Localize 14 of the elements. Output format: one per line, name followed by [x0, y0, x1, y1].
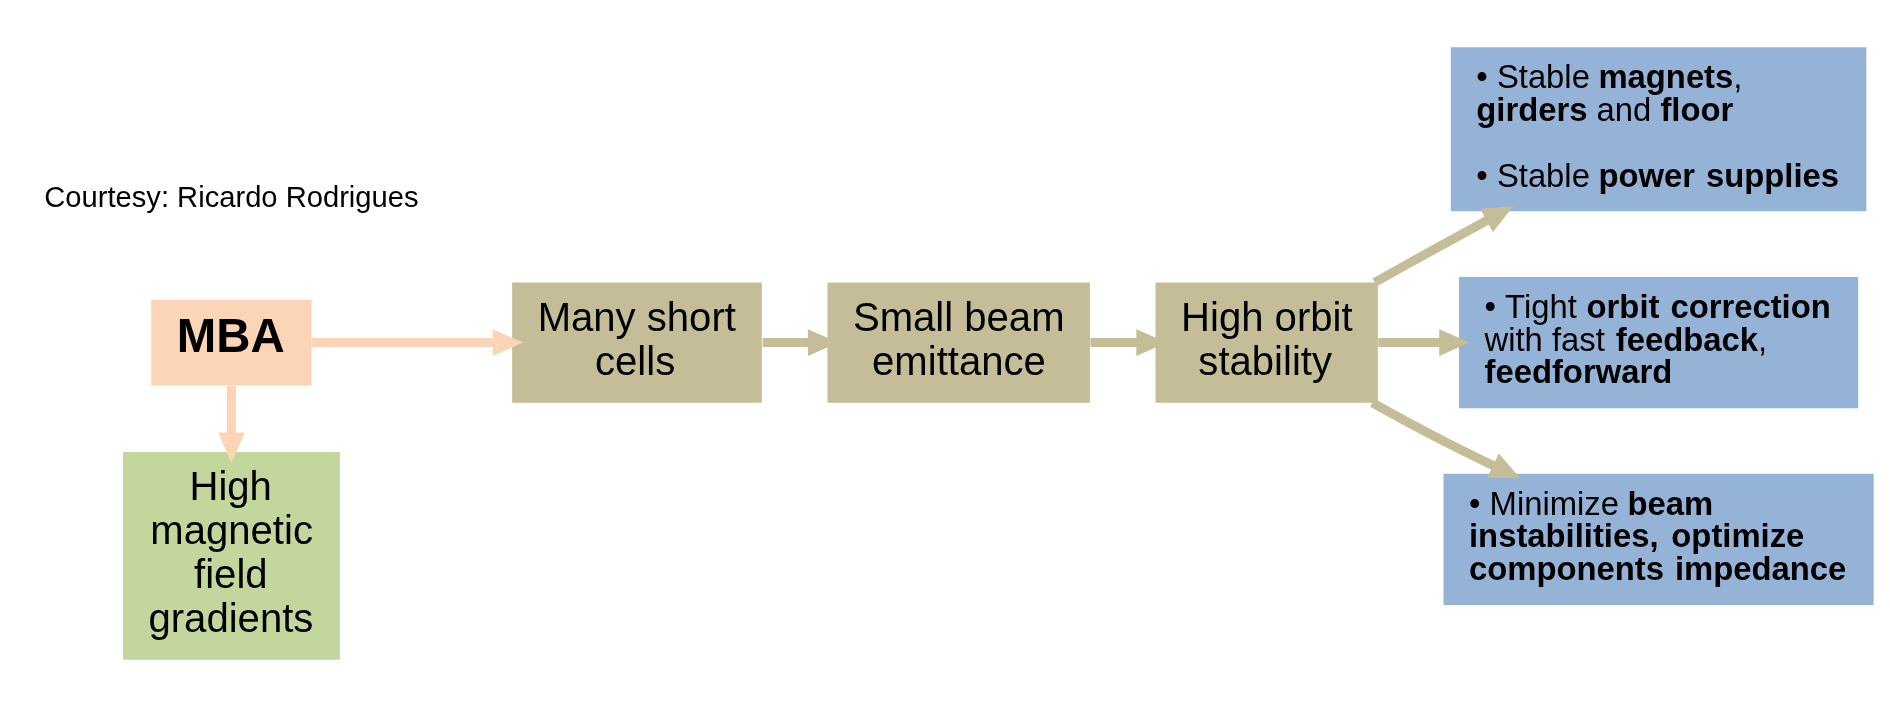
node-box: MBA [151, 299, 312, 386]
arrow [1378, 329, 1470, 356]
arrow [1372, 206, 1514, 287]
arrow [1370, 398, 1521, 479]
node-box: Small beam emittance [827, 282, 1090, 403]
arrow [311, 329, 524, 356]
node-box: High magnetic field gradients [122, 451, 340, 660]
node-box: High orbit stability [1155, 282, 1378, 403]
node-box: • Stable magnets, girders and floor • Stable power supplies [1450, 47, 1867, 212]
arrow [218, 386, 245, 464]
node-box: • Minimize beam instabilities, optimize components impedance [1443, 473, 1874, 606]
label: Courtesy: Ricardo Rodrigues [44, 181, 419, 214]
node-box: • Tight orbit correction with fast feedback, feedforward [1459, 276, 1859, 409]
node-box: Many short cells [512, 282, 762, 403]
